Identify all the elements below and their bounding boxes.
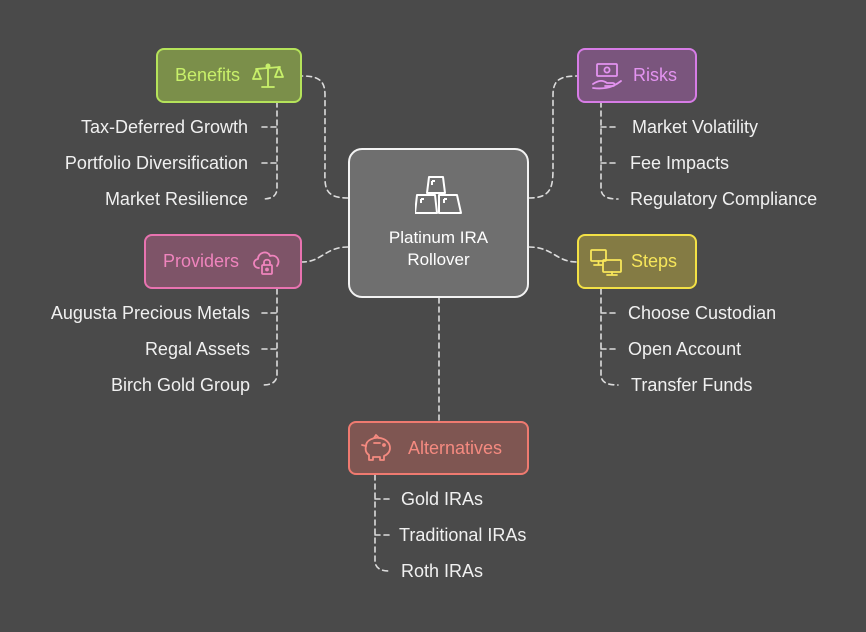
central-title-line1: Platinum IRA bbox=[388, 228, 489, 247]
branch-steps[interactable]: Steps bbox=[577, 234, 697, 289]
steps-item-2: Open Account bbox=[628, 339, 742, 359]
connector-benefits bbox=[301, 75, 349, 199]
benefits-label: Benefits bbox=[175, 65, 241, 85]
risks-label: Risks bbox=[633, 65, 677, 85]
piggy-bank-icon bbox=[360, 434, 394, 462]
central-title-line2: Rollover bbox=[407, 250, 470, 269]
money-hand-icon bbox=[591, 62, 623, 90]
cloud-lock-icon bbox=[251, 248, 283, 276]
providers-label: Providers bbox=[163, 251, 240, 271]
balance-scale-icon bbox=[252, 62, 284, 90]
steps-item-3: Transfer Funds bbox=[631, 375, 753, 395]
branch-benefits[interactable]: Benefits bbox=[156, 48, 302, 103]
gold-bars-icon bbox=[413, 175, 463, 221]
providers-item-1: Augusta Precious Metals bbox=[50, 303, 250, 323]
alternatives-item-3: Roth IRAs bbox=[401, 561, 484, 581]
connector-providers bbox=[301, 246, 349, 263]
connector-steps bbox=[528, 246, 578, 263]
alternatives-item-2: Traditional IRAs bbox=[399, 525, 527, 545]
steps-item-1: Choose Custodian bbox=[628, 303, 777, 323]
risks-item-3: Regulatory Compliance bbox=[630, 189, 818, 209]
central-topic[interactable]: Platinum IRA Rollover bbox=[348, 148, 529, 298]
computers-icon bbox=[589, 247, 623, 277]
alternatives-label: Alternatives bbox=[408, 437, 503, 458]
providers-item-2: Regal Assets bbox=[144, 339, 250, 359]
branch-risks[interactable]: Risks bbox=[577, 48, 697, 103]
benefits-item-1: Tax-Deferred Growth bbox=[80, 117, 248, 137]
branch-alternatives[interactable]: Alternatives bbox=[348, 421, 529, 475]
steps-label: Steps bbox=[631, 251, 678, 271]
alternatives-item-1: Gold IRAs bbox=[401, 489, 484, 509]
providers-item-3: Birch Gold Group bbox=[110, 375, 250, 395]
branch-providers[interactable]: Providers bbox=[144, 234, 302, 289]
benefits-item-2: Portfolio Diversification bbox=[64, 153, 248, 173]
benefits-item-3: Market Resilience bbox=[104, 189, 248, 209]
risks-item-1: Market Volatility bbox=[632, 117, 759, 137]
risks-item-2: Fee Impacts bbox=[630, 153, 730, 173]
connector-risks bbox=[528, 75, 578, 199]
